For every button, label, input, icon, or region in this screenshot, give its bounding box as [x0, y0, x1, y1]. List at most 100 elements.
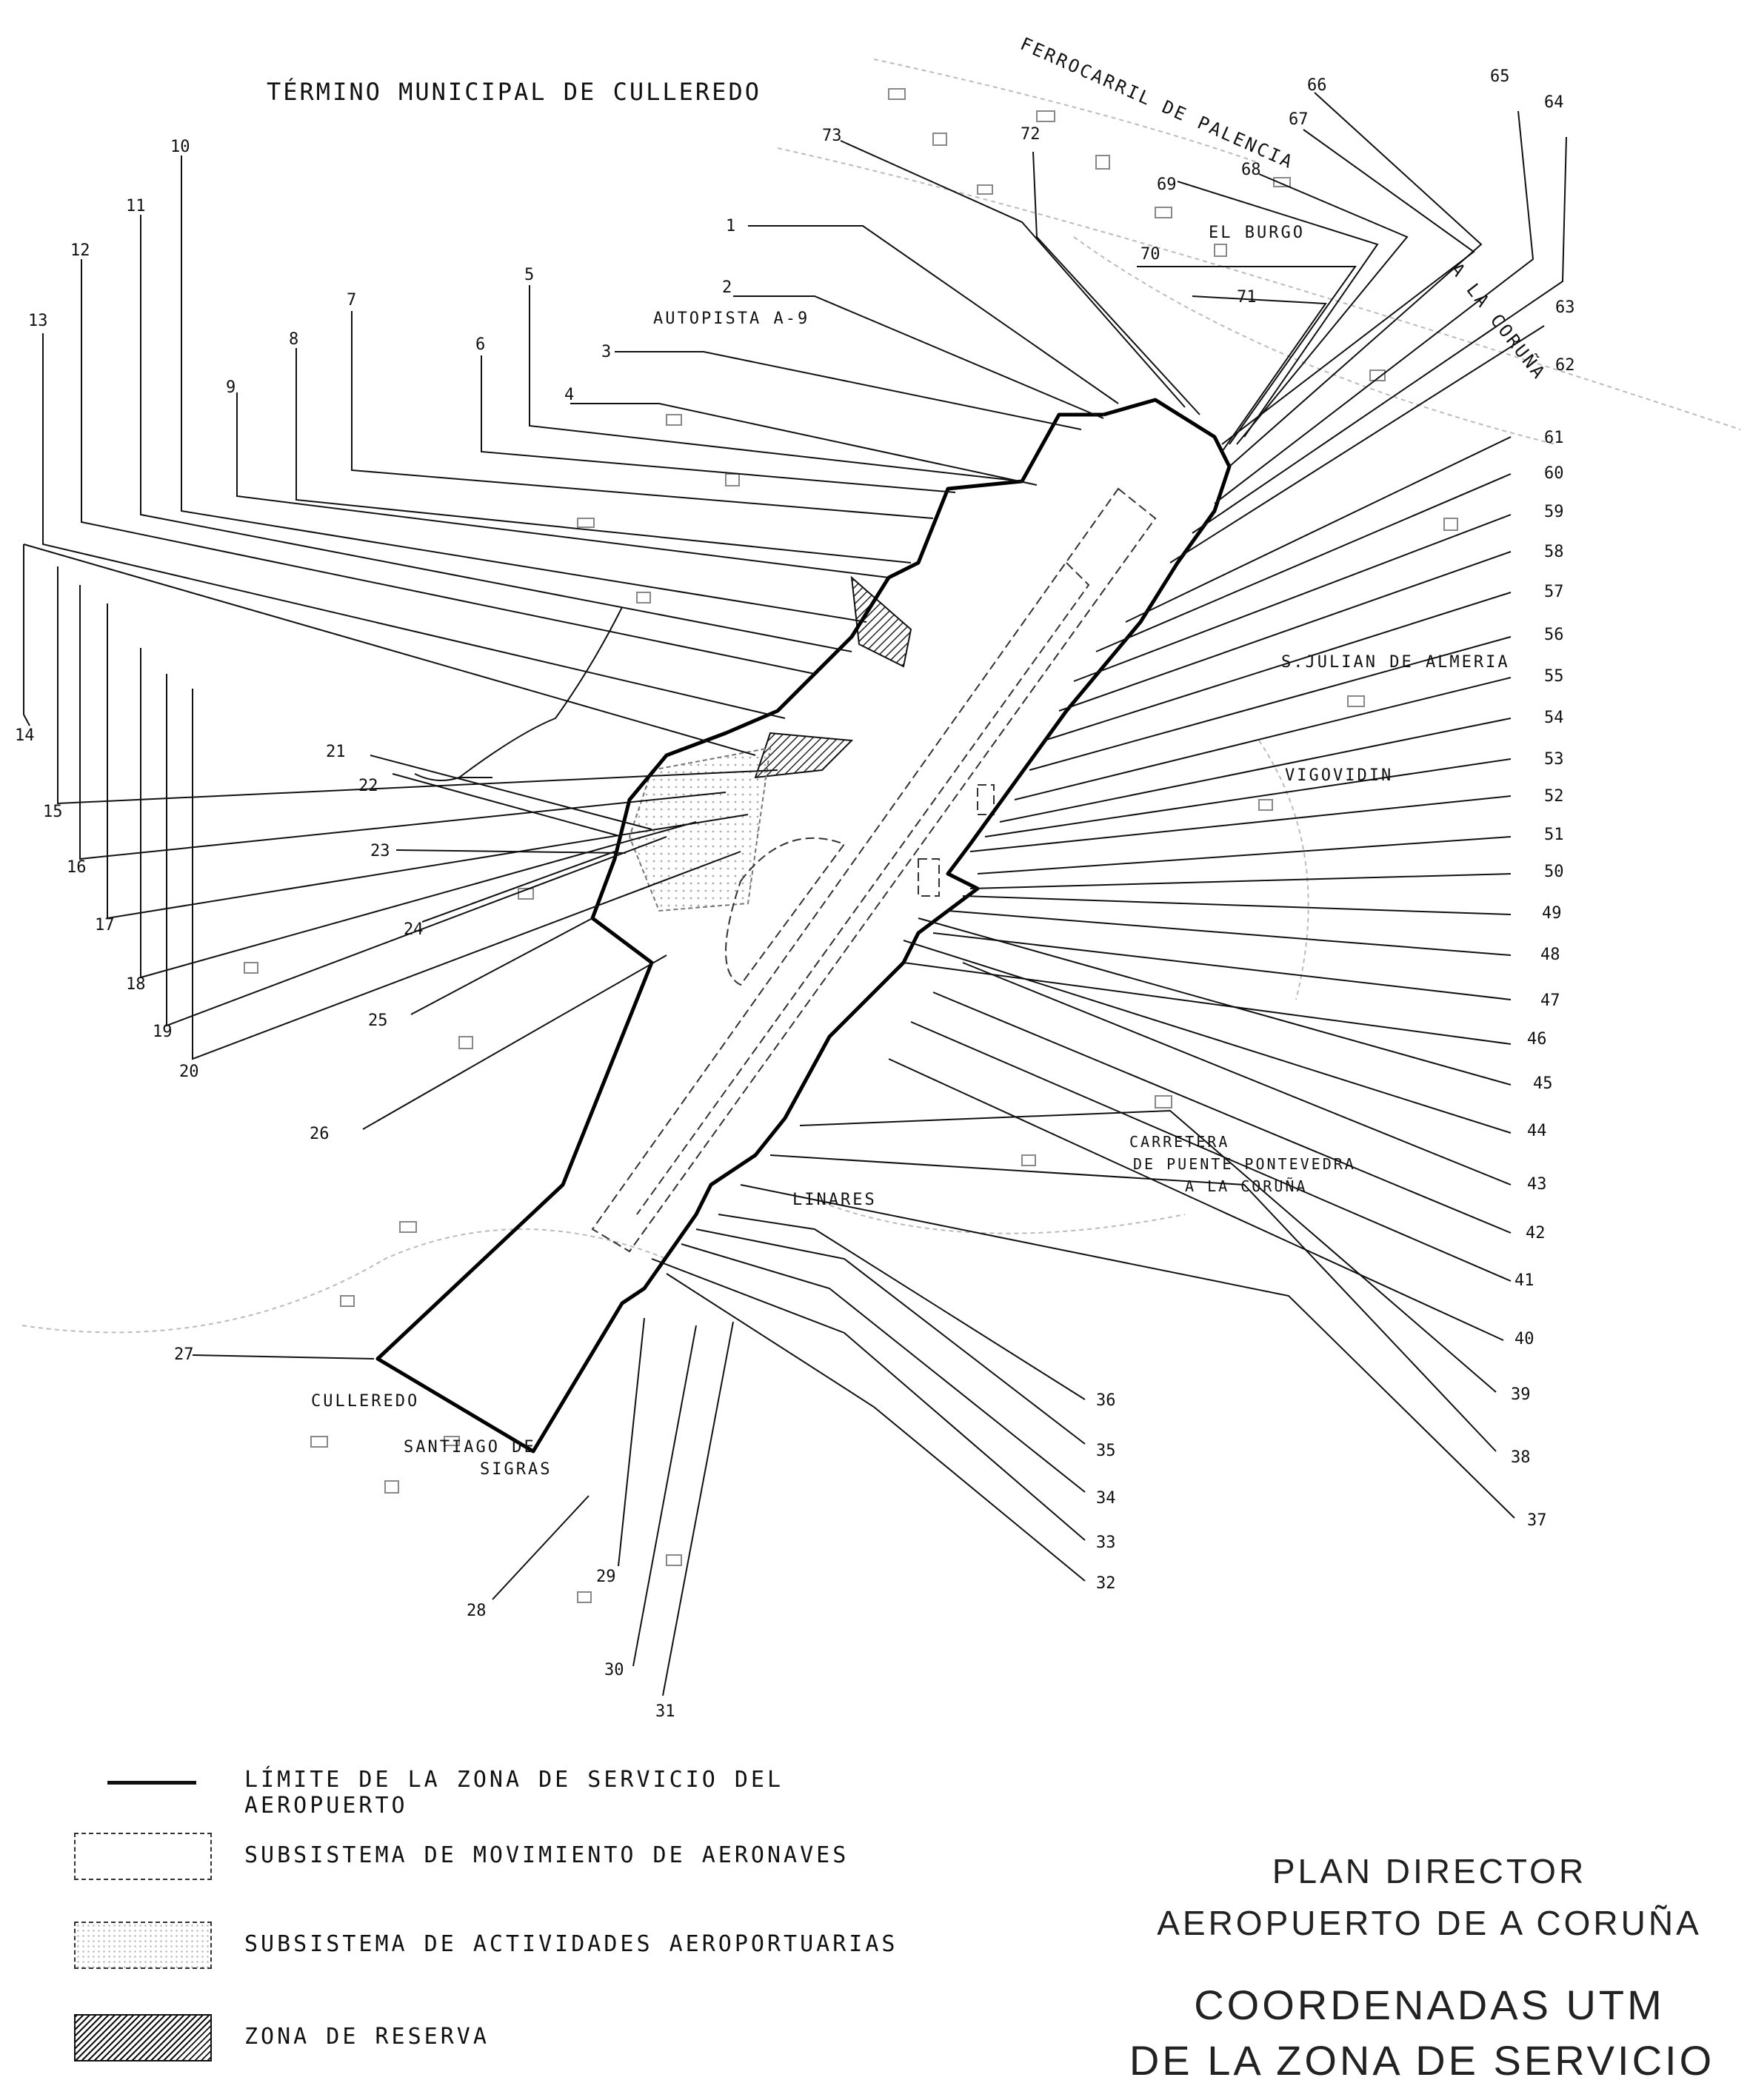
title-line-4: DE LA ZONA DE SERVICIO [1129, 2037, 1715, 2084]
vertex-label-17: 17 [95, 916, 115, 934]
title-line-3: COORDENADAS UTM [1194, 1982, 1665, 2028]
vertex-label-38: 38 [1511, 1448, 1531, 1467]
title-line-1: PLAN DIRECTOR [1272, 1852, 1587, 1890]
vertex-label-32: 32 [1096, 1574, 1116, 1593]
vertex-label-29: 29 [596, 1568, 616, 1586]
vertex-label-61: 61 [1544, 429, 1564, 447]
vertex-label-53: 53 [1544, 750, 1564, 769]
santiago-label-1: SANTIAGO DE [404, 1438, 536, 1457]
vertex-label-20: 20 [179, 1063, 199, 1081]
vertex-label-63: 63 [1555, 298, 1575, 317]
vertex-label-8: 8 [289, 330, 298, 349]
vertex-label-50: 50 [1544, 863, 1564, 881]
vertex-label-59: 59 [1544, 503, 1564, 521]
vertex-label-4: 4 [564, 386, 574, 404]
legend-reserve-text: ZONA DE RESERVA [244, 2024, 490, 2050]
vertex-label-1: 1 [726, 217, 735, 235]
vertex-label-66: 66 [1307, 76, 1327, 95]
service-zone-boundary [375, 398, 1232, 1454]
vertex-label-18: 18 [126, 975, 146, 994]
vertex-label-25: 25 [368, 1011, 388, 1030]
vertex-label-24: 24 [404, 920, 424, 939]
vertex-label-55: 55 [1544, 667, 1564, 686]
autopista-label: AUTOPISTA A-9 [653, 310, 810, 328]
vertex-label-6: 6 [475, 335, 485, 354]
legend-reserve-swatch [74, 2014, 212, 2061]
vertex-label-31: 31 [655, 1702, 675, 1721]
vertex-label-23: 23 [370, 842, 390, 860]
legend-activities-text: SUBSISTEMA DE ACTIVIDADES AEROPORTUARIAS [244, 1931, 898, 1957]
vertex-label-73: 73 [822, 127, 842, 145]
vertex-label-43: 43 [1527, 1175, 1547, 1194]
legend-movement-text: SUBSISTEMA DE MOVIMIENTO DE AERONAVES [244, 1842, 849, 1868]
vertex-label-71: 71 [1237, 288, 1257, 307]
legend-limit: LÍMITE DE LA ZONA DE SERVICIO DEL AEROPU… [70, 1756, 959, 1819]
vertex-label-45: 45 [1533, 1074, 1553, 1093]
vertex-label-60: 60 [1544, 464, 1564, 483]
carretera-label-1: CARRETERA [1129, 1133, 1230, 1151]
vertex-label-7: 7 [347, 291, 356, 310]
vertex-label-26: 26 [310, 1125, 330, 1143]
vertex-label-21: 21 [326, 743, 346, 761]
vertex-label-56: 56 [1544, 626, 1564, 644]
vertex-label-41: 41 [1514, 1271, 1534, 1290]
vertex-label-9: 9 [226, 378, 236, 397]
vertex-label-57: 57 [1544, 583, 1564, 601]
vertex-label-70: 70 [1140, 245, 1160, 264]
vertex-label-47: 47 [1540, 992, 1560, 1010]
carretera-label-3: A LA CORUÑA [1185, 1177, 1308, 1195]
vertex-label-37: 37 [1527, 1511, 1547, 1530]
legend-reserve: ZONA DE RESERVA [70, 2010, 959, 2062]
vertex-labels: 1 2 3 4 5 6 7 8 9 10 11 12 13 14 15 16 1… [15, 67, 1575, 1721]
vertex-label-49: 49 [1542, 904, 1562, 923]
activities-zone [628, 746, 772, 912]
vertex-label-69: 69 [1157, 175, 1177, 194]
linares-label: LINARES [792, 1191, 877, 1209]
vertex-label-52: 52 [1544, 787, 1564, 806]
vertex-label-44: 44 [1527, 1122, 1547, 1140]
vertex-label-3: 3 [601, 343, 611, 361]
reserve-zones [754, 575, 912, 779]
vertex-label-39: 39 [1511, 1385, 1531, 1404]
vertex-label-27: 27 [174, 1345, 194, 1364]
runway [591, 487, 1157, 1253]
vertex-label-11: 11 [126, 197, 146, 215]
vertex-label-5: 5 [524, 266, 534, 284]
carretera-label-2: DE PUENTE PONTEVEDRA [1133, 1155, 1356, 1173]
vertex-label-2: 2 [722, 278, 732, 297]
vertex-label-67: 67 [1289, 110, 1309, 129]
vertex-label-15: 15 [43, 803, 63, 821]
vertex-label-22: 22 [358, 777, 378, 795]
vertex-label-14: 14 [15, 726, 35, 745]
vertex-label-46: 46 [1527, 1030, 1547, 1049]
vertex-label-58: 58 [1544, 543, 1564, 561]
vertex-label-30: 30 [604, 1661, 624, 1679]
title-line-2: AEROPUERTO DE A CORUÑA [1157, 1904, 1702, 1942]
background-terrain [21, 58, 1741, 1334]
vertex-label-28: 28 [467, 1602, 487, 1620]
legend-limit-text: LÍMITE DE LA ZONA DE SERVICIO DEL AEROPU… [244, 1767, 784, 1819]
vertex-label-36: 36 [1096, 1391, 1116, 1410]
vertex-label-34: 34 [1096, 1489, 1116, 1508]
el-burgo-label: EL BURGO [1209, 224, 1305, 242]
vertex-label-19: 19 [153, 1023, 173, 1041]
legend-movement: SUBSISTEMA DE MOVIMIENTO DE AERONAVES [70, 1829, 959, 1881]
municipality-label: TÉRMINO MUNICIPAL DE CULLEREDO [267, 78, 761, 106]
vertex-label-68: 68 [1241, 161, 1261, 179]
vertex-label-64: 64 [1544, 93, 1564, 112]
scattered-buildings [244, 88, 1458, 1603]
vertex-label-62: 62 [1555, 356, 1575, 375]
vertex-label-65: 65 [1490, 67, 1510, 86]
vertex-label-33: 33 [1096, 1534, 1116, 1552]
vertex-label-51: 51 [1544, 826, 1564, 844]
vertex-label-10: 10 [170, 138, 190, 156]
vertex-label-13: 13 [28, 312, 48, 330]
vertex-label-16: 16 [67, 858, 87, 877]
san-julian-label: S.JULIAN DE ALMERIA [1281, 653, 1510, 672]
vertex-label-12: 12 [70, 241, 90, 260]
vertex-label-40: 40 [1514, 1330, 1534, 1348]
vertex-label-42: 42 [1526, 1224, 1546, 1243]
culleredo-label: CULLEREDO [311, 1392, 420, 1411]
legend-limit-swatch [107, 1781, 196, 1785]
